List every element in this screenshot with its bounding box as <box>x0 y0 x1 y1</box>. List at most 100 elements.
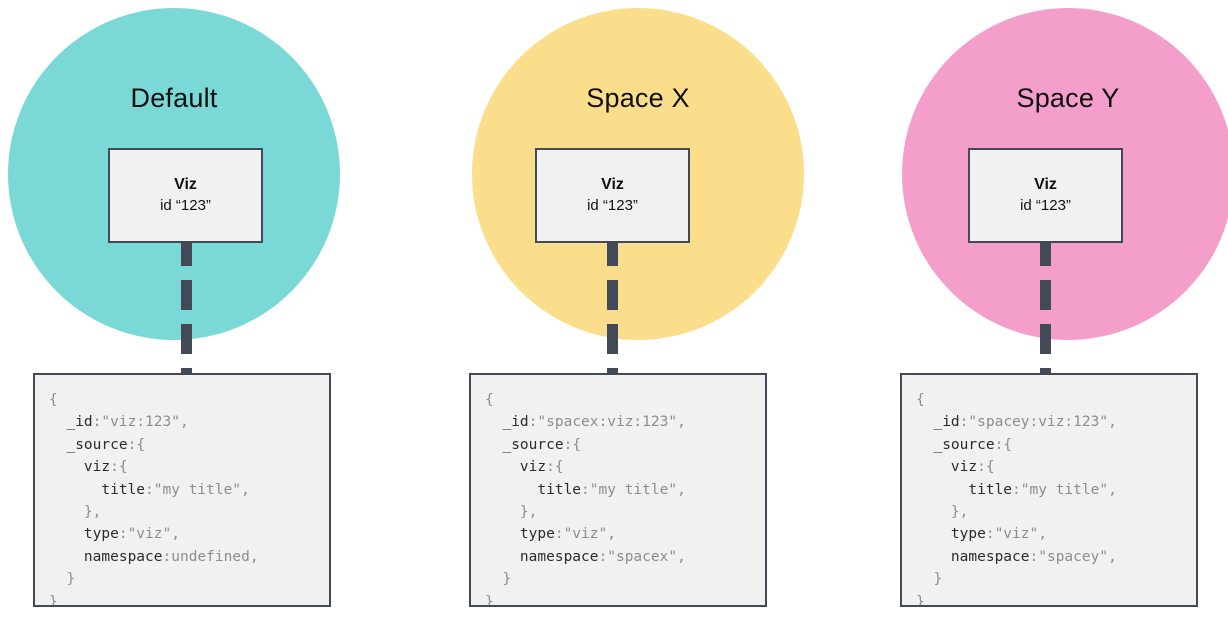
json-string: "viz:123" <box>101 414 180 431</box>
code-line: } <box>916 591 1184 607</box>
code-line: _id:"viz:123", <box>49 411 317 433</box>
json-indent <box>485 504 520 520</box>
json-key: title <box>101 481 146 498</box>
json-punctuation: : <box>959 414 969 431</box>
code-line: viz:{ <box>916 456 1184 478</box>
json-key: _source <box>66 436 128 453</box>
code-line: { <box>916 389 1184 411</box>
json-punctuation: : <box>581 481 590 498</box>
viz-node-id: id “123” <box>1020 197 1071 214</box>
json-indent <box>485 437 502 453</box>
code-line: title:"my title", <box>485 479 753 501</box>
json-brace: { <box>985 459 995 476</box>
json-key: namespace <box>950 548 1030 565</box>
json-punctuation: , <box>179 414 189 431</box>
json-brace: } <box>66 571 76 588</box>
json-indent <box>485 526 520 542</box>
json-key: type <box>519 526 555 543</box>
json-punctuation: : <box>563 436 573 453</box>
code-line: type:"viz", <box>916 523 1184 545</box>
json-string: "viz" <box>994 526 1039 543</box>
json-punctuation: , <box>1108 548 1117 565</box>
json-indent <box>916 437 933 453</box>
json-punctuation: : <box>162 548 172 565</box>
json-punctuation: , <box>92 504 102 521</box>
json-key: viz <box>519 459 547 476</box>
json-brace: } <box>950 504 960 521</box>
code-line: viz:{ <box>49 456 317 478</box>
json-key: viz <box>83 459 111 476</box>
json-brace: { <box>118 459 128 476</box>
json-string: "spacex:viz:123" <box>537 414 678 431</box>
viz-node-title: Viz <box>601 176 624 193</box>
code-line: _source:{ <box>49 434 317 456</box>
json-punctuation: , <box>1038 526 1047 543</box>
code-line: }, <box>916 501 1184 523</box>
json-indent <box>485 414 502 430</box>
json-key: type <box>83 526 119 543</box>
code-line: }, <box>49 501 317 523</box>
json-brace: { <box>49 392 58 408</box>
json-key: _id <box>502 414 529 431</box>
code-line: _id:"spacey:viz:123", <box>916 411 1184 433</box>
json-brace: { <box>485 392 494 408</box>
json-indent <box>916 526 951 542</box>
json-punctuation: : <box>118 526 128 543</box>
code-line: type:"viz", <box>49 523 317 545</box>
json-brace: } <box>916 593 925 607</box>
space-title-space-x: Space X <box>586 83 690 113</box>
json-indent <box>49 437 66 453</box>
json-indent <box>916 504 951 520</box>
json-brace: { <box>916 392 925 408</box>
json-punctuation: , <box>607 526 616 543</box>
json-indent <box>49 414 66 430</box>
viz-node-id: id “123” <box>587 197 638 214</box>
json-brace: } <box>485 593 494 607</box>
json-punctuation: : <box>528 414 538 431</box>
document-json-default: { _id:"viz:123", _source:{ viz:{ title:"… <box>33 373 331 607</box>
code-line: title:"my title", <box>916 479 1184 501</box>
space-title-default: Default <box>130 83 218 113</box>
json-indent <box>49 549 84 565</box>
viz-node-id: id “123” <box>160 197 211 214</box>
json-brace: } <box>49 593 58 607</box>
json-brace: } <box>83 504 93 521</box>
json-key: _id <box>933 414 960 431</box>
code-line: _id:"spacex:viz:123", <box>485 411 753 433</box>
json-punctuation: , <box>249 548 259 565</box>
code-line: namespace:"spacey", <box>916 546 1184 568</box>
json-punctuation: : <box>977 459 986 476</box>
json-punctuation: , <box>241 481 250 498</box>
connector-line-space-y <box>1040 236 1051 378</box>
json-indent <box>49 459 84 475</box>
viz-node-space-x[interactable]: Viz id “123” <box>535 148 690 243</box>
connector-line-default <box>181 236 192 378</box>
code-line: { <box>49 389 317 411</box>
code-line: } <box>49 568 317 590</box>
json-key: viz <box>950 459 978 476</box>
json-string: "my title" <box>589 481 678 498</box>
json-indent <box>485 571 502 587</box>
json-key: _source <box>502 436 564 453</box>
json-punctuation: : <box>598 548 608 565</box>
json-punctuation: , <box>677 414 686 431</box>
json-punctuation: : <box>546 459 555 476</box>
document-json-space-y: { _id:"spacey:viz:123", _source:{ viz:{ … <box>900 373 1198 607</box>
json-string: "spacey:viz:123" <box>968 414 1109 431</box>
code-line: namespace:"spacex", <box>485 546 753 568</box>
code-line: { <box>485 389 753 411</box>
json-brace: { <box>572 436 582 453</box>
json-key: type <box>950 526 986 543</box>
json-indent <box>49 526 84 542</box>
json-punctuation: : <box>554 526 564 543</box>
code-line: } <box>916 568 1184 590</box>
json-punctuation: , <box>677 481 686 498</box>
json-indent <box>916 459 951 475</box>
json-string: "viz" <box>127 526 172 543</box>
json-key: namespace <box>519 548 599 565</box>
